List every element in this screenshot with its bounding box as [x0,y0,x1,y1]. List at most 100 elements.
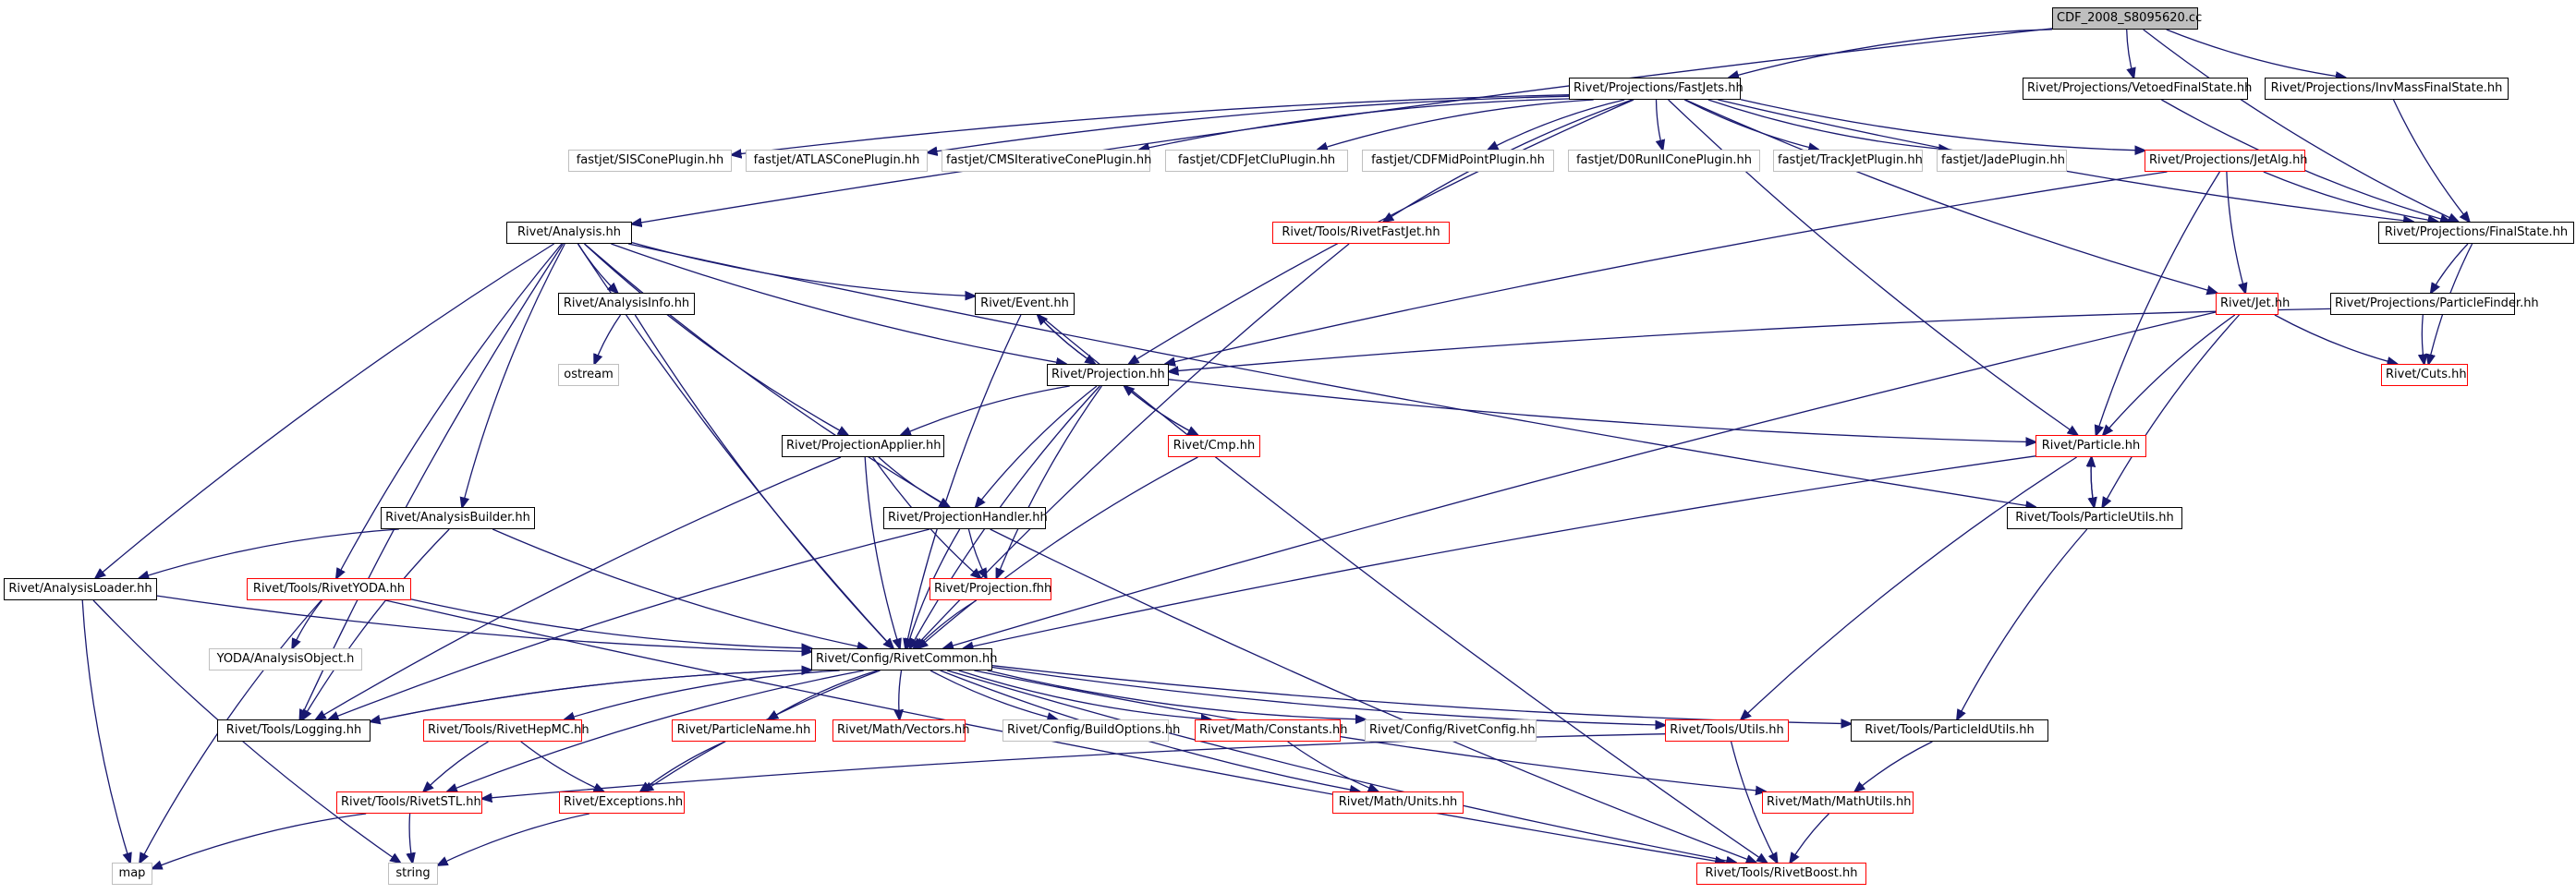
edge-projection-to-particle [1168,379,2035,442]
node-cms-iterative-cone-plugin: fastjet/CMSIterativeConePlugin.hh [942,150,1151,172]
edge-particlefinder-to-cuts [2422,314,2424,364]
edge-projhandler-to-rivetboost [990,528,1756,863]
node-projection-handler[interactable]: Rivet/ProjectionHandler.hh [883,507,1048,529]
node-jet-alg[interactable]: Rivet/Projections/JetAlg.hh [2145,150,2308,172]
edge-invmassfs-to-finalstate [2392,99,2470,222]
edge-jetalg-to-jet [2226,171,2245,293]
edge-projapplier-to-projhandler [878,456,949,507]
node-jet[interactable]: Rivet/Jet.hh [2216,293,2290,315]
node-math-units[interactable]: Rivet/Math/Units.hh [1332,791,1464,814]
edge-fastjets-to-atlascone [928,95,1570,152]
node-cdf-jet-clu-plugin: fastjet/CDFJetCluPlugin.hh [1165,150,1348,172]
node-cdf-midpoint-plugin: fastjet/CDFMidPointPlugin.hh [1362,150,1554,172]
node-exceptions[interactable]: Rivet/Exceptions.hh [559,791,685,814]
edge-cdf-to-invmassfs [2166,29,2346,78]
edge-cmp-to-rivetcommon [918,456,1198,648]
edge-analysis-to-analysisloader [95,243,554,578]
edge-analysisbuilder-to-analysisloader [140,528,399,578]
edge-rivetcommon-to-rivetboost [947,670,1736,863]
node-yoda-analysis-object: YODA/AnalysisObject.h [209,648,362,670]
node-logging[interactable]: Rivet/Tools/Logging.hh [217,719,371,742]
edge-utils-to-rivetstl [482,733,1666,799]
edge-constants-to-units [1287,741,1379,791]
node-fastjets[interactable]: Rivet/Projections/FastJets.hh [1569,78,1744,100]
edge-cdf-to-vetoedfs [2127,29,2134,78]
node-projection-fhh[interactable]: Rivet/Projection.fhh [930,578,1051,600]
edge-fastjets-to-jet [1684,99,2217,293]
node-cuts[interactable]: Rivet/Cuts.hh [2381,364,2468,386]
node-d0-run-ii-cone-plugin: fastjet/D0RunIIConePlugin.hh [1568,150,1760,172]
node-rivet-common[interactable]: Rivet/Config/RivetCommon.hh [811,648,998,670]
edge-rivetcommon-to-vectors [899,670,902,719]
node-particle-utils[interactable]: Rivet/Tools/ParticleUtils.hh [2007,507,2182,529]
edge-analysis-to-projapplier [584,243,848,435]
node-rivet-fastjet[interactable]: Rivet/Tools/RivetFastJet.hh [1272,222,1450,244]
edge-fastjets-to-cmscone [1139,98,1570,150]
node-rivet-yoda[interactable]: Rivet/Tools/RivetYODA.hh [247,578,411,600]
edge-logging-to-rivetcommon [370,670,811,722]
edge-analysisinfo-to-rivetcommon [634,314,893,648]
edge-analysis-to-analysisbuilder [462,243,565,507]
edge-rivetcommon-to-rivethepmc [565,670,840,719]
edge-particleutils-to-particle [2091,457,2094,508]
edge-event-to-rivetboost [1039,314,1767,863]
node-particle-name[interactable]: Rivet/ParticleName.hh [672,719,816,742]
edge-event-to-projection [1037,314,1095,364]
edge-utils-to-rivetboost [1730,741,1778,863]
edge-analysisinfo-to-ostream [594,314,622,364]
node-ostream: ostream [558,364,619,386]
node-projection[interactable]: Rivet/Projection.hh [1047,364,1169,386]
edge-fastjets-to-trackjet [1683,99,1818,150]
edge-projection-to-projhandler [976,385,1098,507]
edge-fastjets-to-siscone [732,94,1570,155]
edge-projhandler-to-logging [329,528,930,719]
edge-jet-to-rivetcommon [943,311,2217,648]
node-inv-mass-final-state[interactable]: Rivet/Projections/InvMassFinalState.hh [2265,78,2509,100]
node-particle-finder[interactable]: Rivet/Projections/ParticleFinder.hh [2330,293,2539,315]
node-cdf-2008-s8095620: CDF_2008_S8095620.cc [2052,7,2202,30]
edge-rivethepmc-to-rivetstl [424,741,489,791]
node-particle[interactable]: Rivet/Particle.hh [2035,435,2146,457]
edge-analysis-to-projection [611,243,1065,364]
node-rivet-stl[interactable]: Rivet/Tools/RivetSTL.hh [336,791,482,814]
edge-cmp-to-projection [1124,386,1198,436]
node-build-options: Rivet/Config/BuildOptions.hh [1002,719,1180,742]
edge-projection-to-projapplier [901,385,1070,435]
node-analysis[interactable]: Rivet/Analysis.hh [506,222,632,244]
edge-projapplier-to-logging [316,456,842,719]
edge-exceptions-to-string [438,813,589,865]
edge-finalstate-to-particlefinder [2431,243,2469,293]
edge-jet-to-particleutils [2103,314,2240,507]
node-rivet-config: Rivet/Config/RivetConfig.hh [1365,719,1537,742]
edge-particleutils-to-particleidutils [1957,528,2088,719]
node-math-vectors[interactable]: Rivet/Math/Vectors.hh [832,719,970,742]
edge-rivetcommon-to-logging [371,669,812,722]
edge-projhandler-to-projfhh [967,528,986,578]
node-rivet-boost[interactable]: Rivet/Tools/RivetBoost.hh [1696,863,1866,885]
node-cmp[interactable]: Rivet/Cmp.hh [1168,435,1260,457]
node-atlas-cone-plugin: fastjet/ATLASConePlugin.hh [746,150,928,172]
node-particle-id-utils[interactable]: Rivet/Tools/ParticleIdUtils.hh [1851,719,2048,742]
edge-rivethepmc-to-exceptions [520,741,603,791]
node-analysis-info[interactable]: Rivet/AnalysisInfo.hh [558,293,695,315]
node-math-utils[interactable]: Rivet/Math/MathUtils.hh [1762,791,1914,814]
edge-jetalg-to-particle [2096,171,2220,435]
edge-analysisloader-to-rivetcommon [156,595,811,652]
edge-rivetcommon-to-rivetstl [447,670,864,791]
node-rivet-hepmc[interactable]: Rivet/Tools/RivetHepMC.hh [423,719,589,742]
node-tools-utils[interactable]: Rivet/Tools/Utils.hh [1665,719,1789,742]
edge-rivetyoda-to-rivetcommon [410,598,811,648]
node-map: map [112,863,152,885]
edge-rivetcommon-to-utils [991,666,1665,726]
node-analysis-loader[interactable]: Rivet/AnalysisLoader.hh [4,578,157,600]
node-string: string [388,863,438,885]
node-analysis-builder[interactable]: Rivet/AnalysisBuilder.hh [381,507,535,529]
node-track-jet-plugin: fastjet/TrackJetPlugin.hh [1773,150,1923,172]
node-math-constants[interactable]: Rivet/Math/Constants.hh [1195,719,1348,742]
node-event[interactable]: Rivet/Event.hh [975,293,1075,315]
node-projection-applier[interactable]: Rivet/ProjectionApplier.hh [782,435,944,457]
node-vetoed-final-state[interactable]: Rivet/Projections/VetoedFinalState.hh [2023,78,2252,100]
edge-projapplier-to-rivetcommon [864,456,900,648]
node-final-state[interactable]: Rivet/Projections/FinalState.hh [2378,222,2574,244]
